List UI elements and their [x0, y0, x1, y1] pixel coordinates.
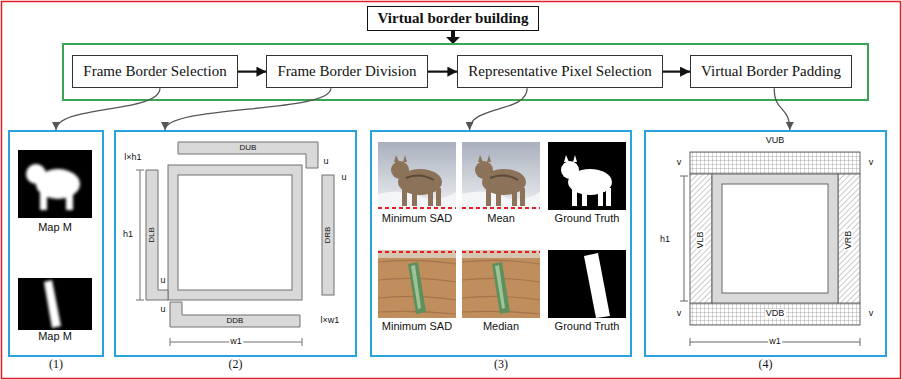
- band-label: DLB: [148, 227, 156, 243]
- box-text: Frame Border Division: [277, 63, 416, 80]
- process-box: Representative Pixel Selection: [457, 55, 662, 88]
- down-arrow-head: [446, 37, 460, 44]
- saliency-map: [18, 150, 92, 218]
- heading-box: Virtual border building: [367, 6, 540, 31]
- map-label: Map M: [38, 331, 72, 343]
- map-label: Map M: [38, 222, 72, 234]
- box-text: Virtual border building: [378, 10, 529, 27]
- process-box: Frame Border Division: [266, 55, 427, 88]
- panel-number: (2): [116, 357, 355, 372]
- band-label: VDB: [765, 309, 786, 318]
- illustration-panel: (1): [8, 130, 104, 357]
- dimension-label: l×h1: [124, 153, 141, 162]
- saliency-map: [18, 278, 92, 330]
- panel-number: (3): [372, 357, 630, 372]
- band-label: VRB: [844, 230, 853, 251]
- image-caption: Median: [483, 321, 519, 333]
- dimension-label: h1: [660, 235, 670, 244]
- dimension-label: u: [323, 157, 328, 166]
- band-label: DUB: [240, 144, 257, 152]
- dimension-label: v: [869, 158, 874, 167]
- flow-arrow: [774, 88, 790, 130]
- group-box: [63, 44, 868, 100]
- flow-arrow: [165, 88, 331, 130]
- dimension-label: w1: [229, 337, 243, 346]
- flow-arrow: [663, 71, 690, 73]
- band-label: DDB: [227, 317, 244, 325]
- box-text: Representative Pixel Selection: [468, 63, 651, 80]
- border-division-figure: [136, 142, 334, 346]
- image-caption: Ground Truth: [555, 321, 620, 333]
- dimension-label: u: [160, 276, 165, 285]
- band-label: DRB: [324, 227, 332, 244]
- dimension-label: v: [677, 309, 682, 318]
- dimension-label: u: [341, 173, 346, 182]
- image-caption: Minimum SAD: [382, 321, 452, 333]
- flow-arrow: [56, 88, 160, 130]
- process-box: Frame Border Selection: [72, 55, 237, 88]
- box-text: Virtual Border Padding: [701, 63, 841, 80]
- flow-arrow: [428, 71, 458, 73]
- panel-number: (1): [10, 357, 102, 372]
- process-box: Virtual Border Padding: [690, 55, 852, 88]
- virtual-border-figure: [680, 152, 860, 346]
- panel-number: (4): [646, 357, 885, 372]
- box-text: Frame Border Selection: [83, 63, 226, 80]
- dimension-label: u: [160, 305, 165, 314]
- image-caption: Ground Truth: [555, 213, 620, 225]
- band-label: VLB: [696, 230, 705, 249]
- flow-arrow: [470, 88, 528, 130]
- image-caption: Minimum SAD: [382, 213, 452, 225]
- flow-arrow: [238, 71, 267, 73]
- dimension-label: h1: [123, 230, 133, 239]
- dimension-label: l×w1: [321, 316, 340, 325]
- dimension-label: v: [677, 158, 682, 167]
- band-label: VUB: [766, 136, 785, 145]
- dimension-label: v: [869, 309, 874, 318]
- dimension-label: w1: [768, 337, 782, 346]
- image-caption: Mean: [487, 213, 515, 225]
- frame-sample: [378, 142, 626, 318]
